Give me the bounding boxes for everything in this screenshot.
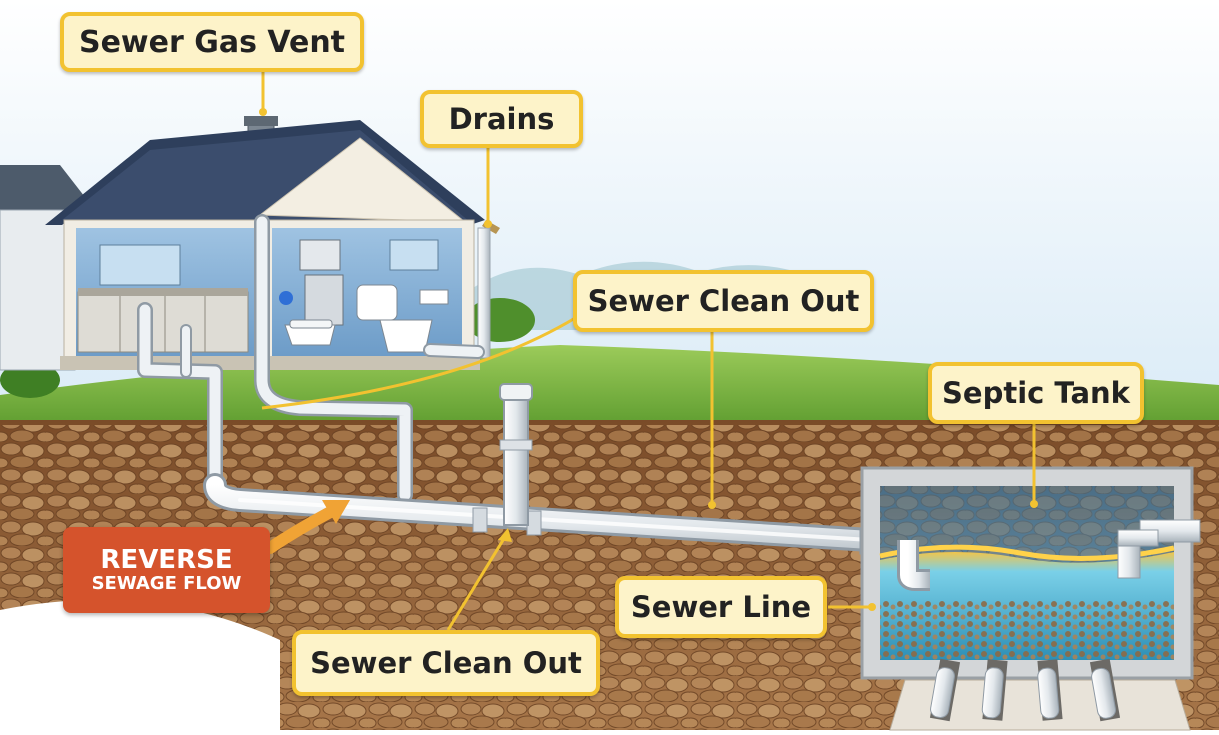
leach-pipe <box>1091 667 1116 719</box>
water-heater-panel <box>299 239 341 271</box>
pipe-coupling <box>472 507 488 533</box>
leader-clean-out-bottom <box>446 531 510 631</box>
reverse-badge-subtitle: SEWAGE FLOW <box>91 573 242 595</box>
reverse-badge-title: REVERSE <box>100 544 233 575</box>
ground-fade <box>0 600 280 735</box>
bush <box>465 298 535 342</box>
drain-field <box>889 658 1191 731</box>
neighbor-roof <box>0 165 95 210</box>
house-drain-pipes <box>137 214 485 503</box>
sewer-clean-out-label: Sewer Clean Out <box>573 270 874 332</box>
pipe-coupling <box>526 510 542 536</box>
leader-lines <box>261 72 1036 631</box>
sewer-line-label: Sewer Line <box>615 576 827 638</box>
window <box>99 244 181 286</box>
neighbor-wall <box>0 209 76 371</box>
downspout <box>477 227 491 359</box>
drains-label: Drains <box>420 90 583 148</box>
septic-tank-label: Septic Tank <box>928 362 1144 424</box>
sewer-clean-out-label: Sewer Clean Out <box>292 630 600 696</box>
clean-out-cap <box>499 383 533 401</box>
sink <box>419 289 449 305</box>
inlet-tee <box>900 540 930 588</box>
leach-pipe <box>1037 667 1060 719</box>
gable <box>258 137 467 223</box>
reverse-sewage-flow-badge: REVERSE SEWAGE FLOW <box>63 527 270 613</box>
leach-pipe <box>930 667 955 719</box>
bush <box>0 362 60 398</box>
yard-clean-out-riser <box>499 383 533 526</box>
leader-clean-out-top <box>261 310 586 410</box>
kitchen-cabinets <box>77 291 249 353</box>
septic-tank <box>860 466 1201 680</box>
reverse-flow-arrowhead <box>322 500 350 524</box>
sewer-gas-vent-label: Sewer Gas Vent <box>60 12 364 72</box>
leach-pipe <box>981 667 1004 719</box>
mirror <box>389 239 439 271</box>
sludge-layer <box>880 600 1174 660</box>
